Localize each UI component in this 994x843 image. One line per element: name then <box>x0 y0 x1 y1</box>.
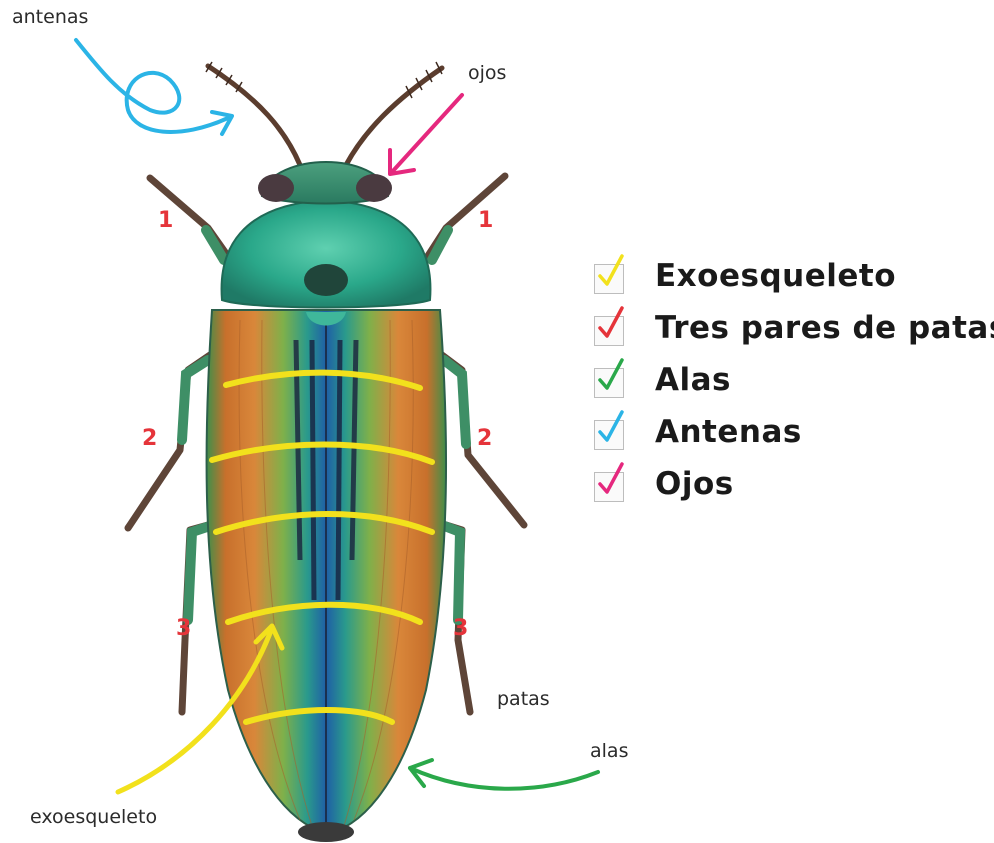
antennae <box>208 66 442 165</box>
wings-arrow <box>410 760 598 789</box>
label-wings: alas <box>590 740 628 762</box>
check-mark-icon <box>596 356 626 394</box>
check-mark-icon <box>596 252 626 290</box>
checklist-label: Ojos <box>655 466 734 502</box>
checklist-label: Alas <box>655 362 731 398</box>
checklist-label: Tres pares de patas <box>655 310 994 346</box>
eyes-arrow <box>390 95 462 174</box>
checklist-item-exoskeleton: Exoesqueleto <box>594 258 994 310</box>
label-legs: patas <box>497 688 550 710</box>
left-eye <box>258 174 294 202</box>
label-antennae: antenas <box>12 6 88 28</box>
label-eyes: ojos <box>468 62 506 84</box>
checklist-item-legs: Tres pares de patas <box>594 310 994 362</box>
leg-number-2-left: 2 <box>142 426 157 451</box>
feature-checklist: Exoesqueleto Tres pares de patas Alas An… <box>594 258 994 518</box>
leg-number-1-right: 1 <box>478 208 493 233</box>
checklist-label: Antenas <box>655 414 802 450</box>
leg-number-3-right: 3 <box>453 616 468 641</box>
label-exoskeleton: exoesqueleto <box>30 806 157 828</box>
checklist-label: Exoesqueleto <box>655 258 896 294</box>
leg-number-1-left: 1 <box>158 208 173 233</box>
check-mark-icon <box>596 408 626 446</box>
check-mark-icon <box>596 304 626 342</box>
right-eye <box>356 174 392 202</box>
checklist-item-wings: Alas <box>594 362 994 414</box>
checklist-item-antennae: Antenas <box>594 414 994 466</box>
leg-number-3-left: 3 <box>176 616 191 641</box>
leg-number-2-right: 2 <box>477 426 492 451</box>
check-mark-icon <box>596 460 626 498</box>
checklist-item-eyes: Ojos <box>594 466 994 518</box>
antennae-arrow <box>76 40 232 134</box>
